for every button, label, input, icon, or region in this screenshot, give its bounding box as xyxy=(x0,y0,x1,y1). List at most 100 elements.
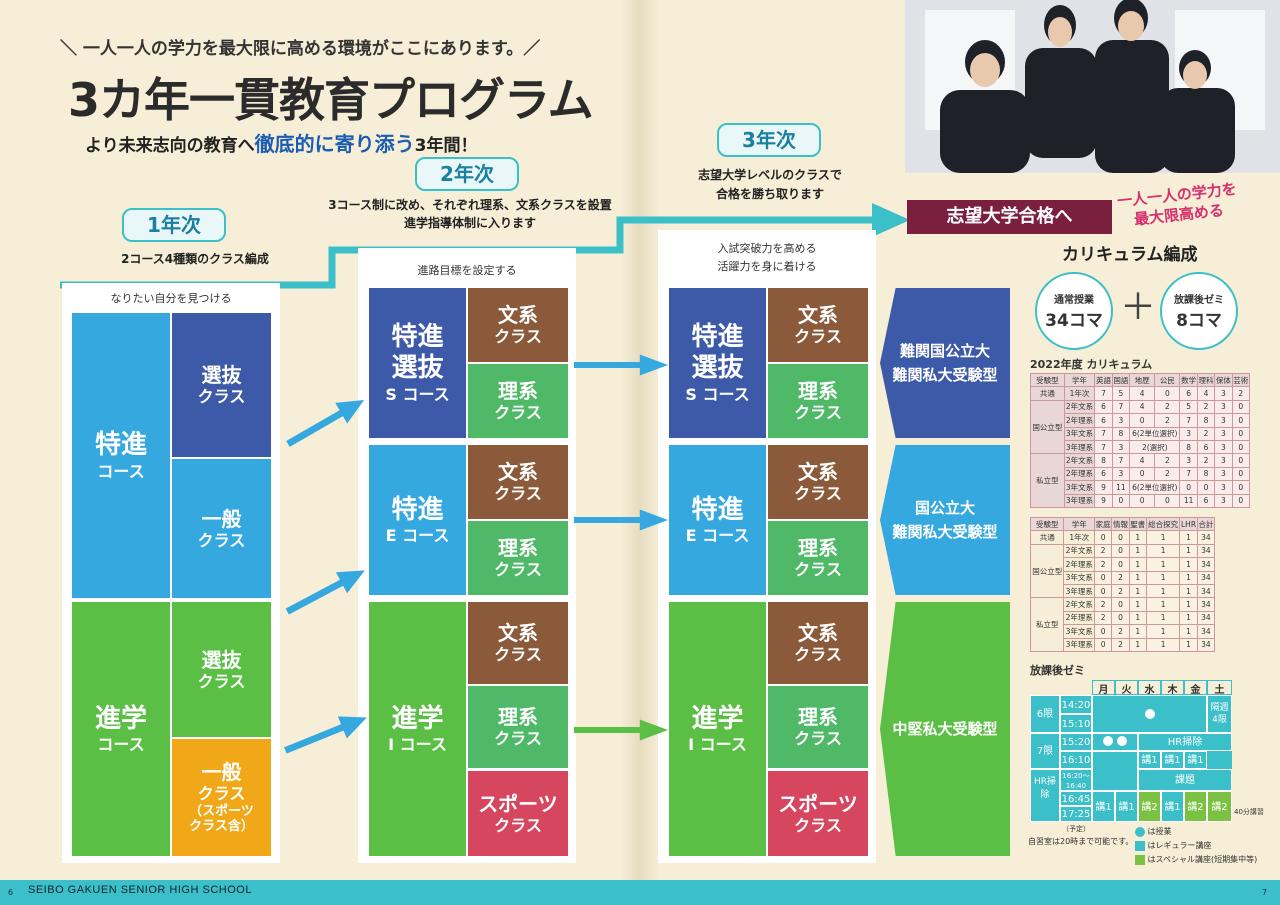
table-cell: 0 xyxy=(1231,413,1251,428)
period-6: 6限 xyxy=(1030,695,1060,733)
y2-i-sports: スポーツクラス xyxy=(468,771,568,856)
y2-i-sports-name: スポーツ xyxy=(478,791,558,816)
table-cell: 4 xyxy=(1129,399,1156,415)
year1-note: なりたい自分を見つける xyxy=(110,292,232,305)
table-cell: 4 xyxy=(1129,453,1156,468)
y2-i-sports-sub: クラス xyxy=(494,815,542,835)
table-cell: 2 xyxy=(1111,624,1130,639)
table-cell: 0 xyxy=(1094,637,1113,652)
tokushin-course: 特進コース xyxy=(72,313,170,598)
y2-e-bunkei-name: 文系 xyxy=(498,460,538,485)
table-cell: 4 xyxy=(1129,386,1156,401)
y2-s-bunkei-name: 文系 xyxy=(498,303,538,328)
y3-i-sports-name: スポーツ xyxy=(778,791,858,816)
table-cell: 保体 xyxy=(1214,372,1233,388)
senbatsu-class-1: 選抜クラス xyxy=(172,313,271,457)
table-cell: 3年文系 xyxy=(1063,570,1096,585)
table-cell: 3年理系 xyxy=(1063,493,1096,508)
table-cell: 1年次 xyxy=(1063,386,1096,401)
table-cell: 0 xyxy=(1154,386,1181,401)
time-1620: 16:20～16:40 xyxy=(1060,769,1092,791)
y2-course-s-l1: 特進 xyxy=(391,322,444,353)
target-1-line-1: 難関国公立大 xyxy=(899,342,990,360)
table-cell: 34 xyxy=(1196,637,1216,652)
ippan-2-sub: クラス xyxy=(197,784,246,804)
table-cell: LHR xyxy=(1179,516,1198,532)
page-title: 3カ年一貫教育プログラム xyxy=(68,73,594,127)
y3-course-e-l2: E コース xyxy=(685,526,750,545)
y2-s-rikei-sub: クラス xyxy=(494,403,542,423)
day-thu: 木 xyxy=(1161,680,1184,696)
y3-i-rikei: 理系クラス xyxy=(768,686,868,768)
day-sat: 土 xyxy=(1207,680,1232,696)
y3-course-s-l3: S コース xyxy=(685,384,750,404)
every-other-week: 隔週4限 xyxy=(1207,695,1232,733)
table-cell: 3 xyxy=(1214,466,1233,482)
regular-classes-circle: 通常授業 34コマ xyxy=(1035,272,1113,350)
year3-desc-1: 志望大学レベルのクラスで xyxy=(698,168,842,182)
legend-dot-icon xyxy=(1135,826,1145,837)
legend-class-text: は授業 xyxy=(1147,827,1172,836)
y3-i-bunkei-sub: クラス xyxy=(794,645,842,665)
time-1510: 15:10 xyxy=(1060,714,1092,733)
senbatsu-1-sub: クラス xyxy=(197,387,246,407)
year3-note-1: 入試突破力を高める xyxy=(717,242,817,255)
table-cell: 7 xyxy=(1179,413,1198,428)
y2-s-bunkei-sub: クラス xyxy=(494,327,542,347)
table-cell: 私立型 xyxy=(1029,597,1065,652)
time-1420: 14:20 xyxy=(1060,695,1092,714)
table-cell: 6 xyxy=(1094,413,1113,428)
page-number-right: 7 xyxy=(1262,888,1268,897)
table-cell: 0 xyxy=(1094,530,1113,545)
legend-regular: はレギュラー講座 xyxy=(1135,840,1212,851)
ippan-2-note-1: （スポーツ xyxy=(189,803,254,819)
study-room-note: 自習室は20時まで可能です。 xyxy=(1028,837,1134,846)
year3-badge: 3年次 xyxy=(717,123,821,157)
y3-course-s-l1: 特進 xyxy=(691,322,744,353)
y3-s-bunkei-name: 文系 xyxy=(798,303,838,328)
table-cell: 0 xyxy=(1231,480,1251,495)
curriculum-table-title: 2022年度 カリキュラム xyxy=(1030,358,1153,371)
table-cell: 3年文系 xyxy=(1063,480,1096,495)
table-cell: 8 xyxy=(1179,439,1198,455)
table-cell: 2 xyxy=(1154,466,1181,482)
senbatsu-class-2: 選抜クラス xyxy=(172,602,271,737)
table-cell: 3 xyxy=(1179,426,1198,441)
y3-e-bunkei-sub: クラス xyxy=(794,484,842,504)
legend-special: はスペシャル講座(短期集中等) xyxy=(1135,854,1257,865)
table-cell: 2 xyxy=(1111,583,1130,599)
y2-s-rikei: 理系クラス xyxy=(468,364,568,438)
table-cell: 2(選択) xyxy=(1129,439,1181,455)
year2-badge: 2年次 xyxy=(415,157,519,191)
time-1520: 15:20 xyxy=(1060,733,1092,751)
table-cell: 1 xyxy=(1128,610,1147,626)
table-cell: 34 xyxy=(1196,624,1216,639)
table-cell: 1 xyxy=(1179,583,1198,599)
ippan-1-sub: クラス xyxy=(197,530,246,550)
table-cell: 8 xyxy=(1196,413,1216,428)
y2-e-rikei-name: 理系 xyxy=(498,536,538,561)
table-cell: 3 xyxy=(1214,399,1233,415)
table-cell: 0 xyxy=(1111,493,1131,508)
table-cell: 共通 xyxy=(1029,530,1065,545)
table-cell: 0 xyxy=(1111,543,1130,559)
table-cell: 0 xyxy=(1111,557,1130,572)
y2-i-bunkei-name: 文系 xyxy=(498,621,538,646)
table-cell: 家庭 xyxy=(1094,516,1113,532)
target-1-line-2: 難関私大受験型 xyxy=(892,366,998,384)
table-cell: 3 xyxy=(1179,453,1198,468)
subtitle: より未来志向の教育へ徹底的に寄り添う3年間！ xyxy=(85,128,478,157)
table-cell: 3 xyxy=(1111,413,1131,428)
table-cell: 1 xyxy=(1128,637,1147,652)
tokushin-name: 特進 xyxy=(94,430,147,461)
senbatsu-2-sub: クラス xyxy=(197,671,246,691)
table-cell: 1 xyxy=(1128,624,1147,639)
table-cell: 1 xyxy=(1145,557,1181,572)
